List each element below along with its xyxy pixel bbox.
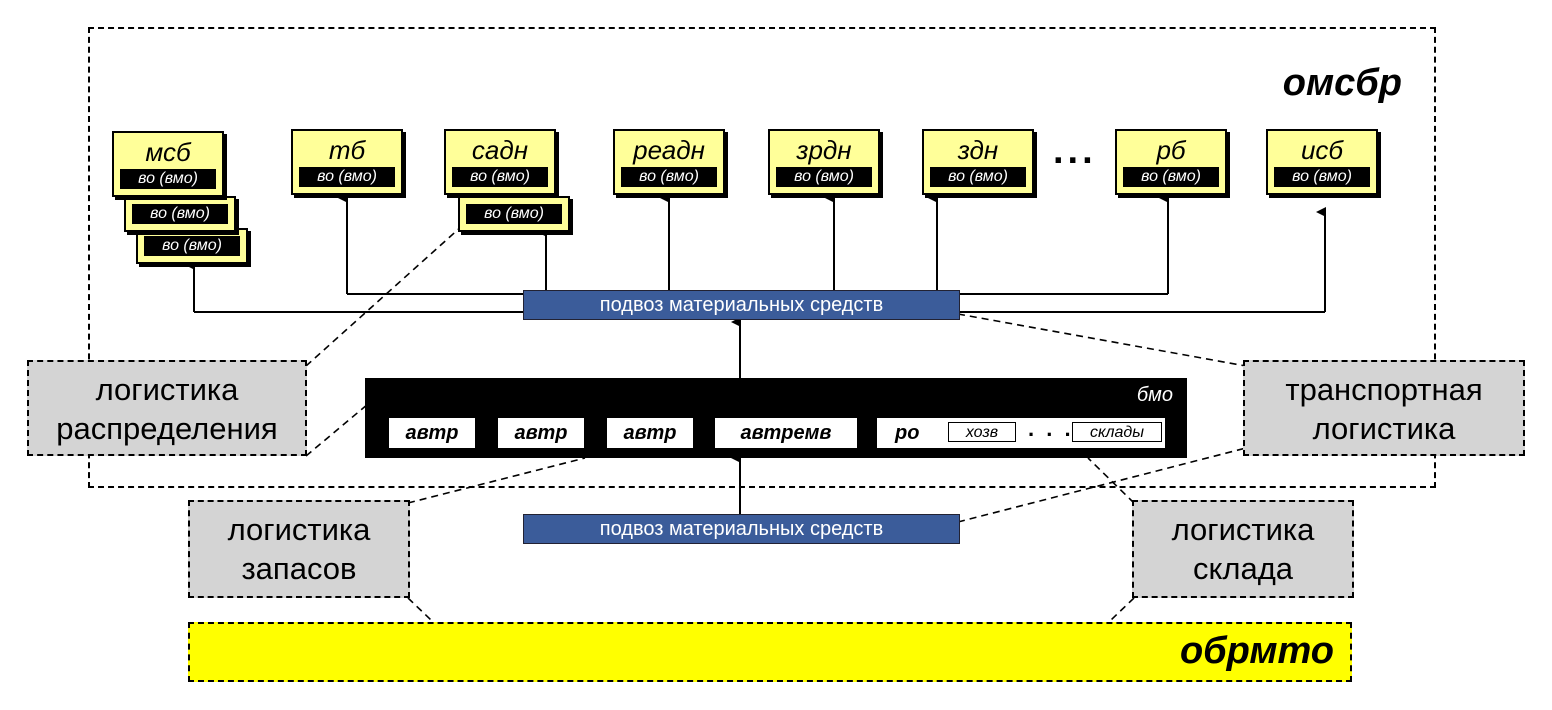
bmo-cell-hozv: хозв — [948, 422, 1016, 442]
unit-zrdn-name: зрдн — [796, 135, 852, 165]
bottom-bar: обрмто — [188, 622, 1352, 682]
unit-sadn[interactable]: садн во (вмо) — [444, 129, 556, 195]
unit-rb[interactable]: рб во (вмо) — [1115, 129, 1227, 195]
leader-transport-1 — [957, 313, 1247, 367]
callout-distribution: логистика распределения — [27, 360, 307, 456]
leader-distribution-1 — [305, 225, 463, 367]
sadn-substack[interactable]: во (вмо) — [458, 196, 570, 232]
leader-distribution-2 — [305, 403, 369, 457]
bottom-label: обрмто — [1179, 630, 1334, 672]
bmo-block[interactable]: бмо автр автр автр автремв ро хозв . . .… — [365, 378, 1187, 458]
unit-isb[interactable]: исб во (вмо) — [1266, 129, 1378, 195]
leader-inventory-1 — [407, 457, 586, 504]
bmo-cell-avtremv: автремв — [715, 418, 857, 448]
unit-msb[interactable]: мсб во (вмо) — [112, 131, 224, 197]
supply-bottom[interactable]: подвоз материальных средств — [523, 514, 960, 544]
callout-inventory: логистика запасов — [188, 500, 410, 598]
unit-readn[interactable]: реадн во (вмо) — [613, 129, 725, 195]
msb-substack-2[interactable]: во (вмо) — [136, 228, 248, 264]
units-ellipsis: ... — [1053, 130, 1097, 172]
unit-msb-name: мсб — [145, 137, 191, 167]
unit-msb-sub: во (вмо) — [120, 169, 216, 189]
unit-zrdn-sub: во (вмо) — [776, 167, 872, 187]
bmo-cell-avtr-1: автр — [389, 418, 475, 448]
bmo-ellipsis: . . . — [1028, 416, 1074, 441]
msb-substack-1-label: во (вмо) — [132, 204, 228, 224]
unit-zdn-sub: во (вмо) — [930, 167, 1026, 187]
leader-warehouse-1 — [1087, 457, 1135, 504]
unit-sadn-name: садн — [471, 135, 529, 165]
unit-rb-name: рб — [1156, 135, 1186, 165]
callout-warehouse: логистика склада — [1132, 500, 1354, 598]
unit-sadn-sub: во (вмо) — [452, 167, 548, 187]
unit-zrdn[interactable]: зрдн во (вмо) — [768, 129, 880, 195]
sadn-substack-label: во (вмо) — [466, 204, 562, 224]
unit-tb-name: тб — [328, 135, 366, 165]
bmo-title: бмо — [1136, 384, 1173, 406]
unit-readn-name: реадн — [633, 135, 705, 165]
bmo-cell-sklady: склады — [1072, 422, 1162, 442]
leader-transport-2 — [957, 447, 1247, 523]
unit-tb[interactable]: тб во (вмо) — [291, 129, 403, 195]
unit-zdn-name: здн — [957, 135, 999, 165]
bmo-cell-avtr-2: автр — [498, 418, 584, 448]
unit-tb-sub: во (вмо) — [299, 167, 395, 187]
brigade-frame — [88, 27, 1436, 488]
unit-isb-name: исб — [1300, 135, 1344, 165]
callout-transport: транспортная логистика — [1243, 360, 1525, 456]
brigade-label: омсбр — [1282, 62, 1402, 104]
unit-readn-sub: во (вмо) — [621, 167, 717, 187]
supply-top[interactable]: подвоз материальных средств — [523, 290, 960, 320]
unit-isb-sub: во (вмо) — [1274, 167, 1370, 187]
msb-substack-1[interactable]: во (вмо) — [124, 196, 236, 232]
unit-rb-sub: во (вмо) — [1123, 167, 1219, 187]
bmo-cell-avtr-3: автр — [607, 418, 693, 448]
unit-zdn[interactable]: здн во (вмо) — [922, 129, 1034, 195]
msb-substack-2-label: во (вмо) — [144, 236, 240, 256]
